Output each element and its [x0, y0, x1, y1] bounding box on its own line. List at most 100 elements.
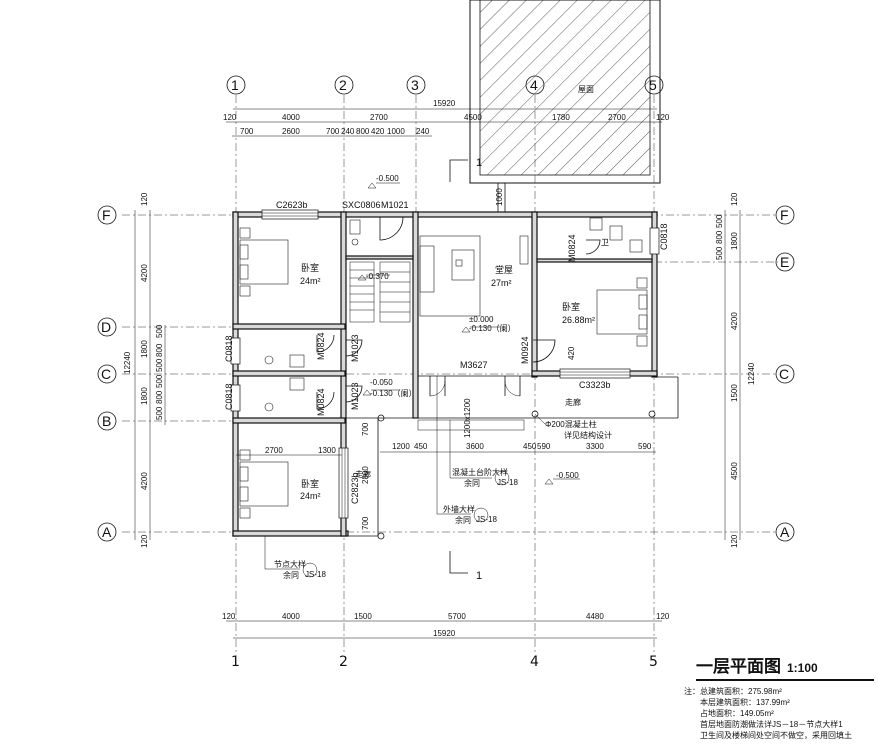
svg-text:1200x1200: 1200x1200 [463, 398, 472, 438]
axis-bubbles-right: F E C A [775, 205, 795, 542]
svg-text:M0824: M0824 [567, 234, 577, 262]
svg-text:D: D [101, 319, 111, 335]
bed1-name: 卧室 [301, 262, 319, 273]
svg-text:2700: 2700 [370, 113, 388, 122]
svg-text:800: 800 [715, 230, 724, 244]
svg-text:4480: 4480 [586, 612, 604, 621]
svg-text:240: 240 [416, 127, 430, 136]
svg-text:5: 5 [649, 77, 657, 93]
svg-text:700: 700 [361, 516, 370, 530]
svg-text:4000: 4000 [282, 113, 300, 122]
svg-text:C3323b: C3323b [579, 380, 611, 390]
svg-text:590: 590 [638, 442, 652, 451]
svg-text:C2823b: C2823b [350, 472, 360, 504]
svg-text:2700: 2700 [265, 446, 283, 455]
windows [230, 209, 660, 519]
axis-bottom-2: 2 [339, 654, 348, 670]
svg-text:B: B [102, 413, 111, 429]
svg-text:1: 1 [476, 570, 482, 582]
svg-text:4200: 4200 [140, 472, 149, 490]
svg-text:450: 450 [523, 442, 537, 451]
svg-text:-0.130（阑）: -0.130（阑） [370, 388, 417, 398]
roof-label: 屋面 [578, 85, 594, 94]
bed1-area: 24m² [300, 276, 321, 286]
doors [316, 216, 601, 410]
dims-porch: 1200 450 3600 450 590 3300 590 2700 1300… [236, 346, 656, 530]
svg-text:120: 120 [656, 113, 670, 122]
svg-text:C0818: C0818 [224, 383, 234, 410]
svg-text:Φ200混凝土柱: Φ200混凝土柱 [545, 419, 597, 429]
svg-text:余同: 余同 [464, 478, 480, 488]
bed3-area: 26.88m² [562, 315, 595, 325]
svg-text:详见结构设计: 详见结构设计 [564, 430, 612, 440]
svg-text:120: 120 [222, 612, 236, 621]
svg-text:M1023: M1023 [350, 382, 360, 410]
level-marks: -0.500 -0.370 ±0.000 -0.130（阑） -0.050 -0… [357, 174, 580, 485]
note-1: 注：总建筑面积：275.98m² [684, 687, 782, 696]
opening-tags: C2623b SXC0806 M1021 M0824 C0818 C0818 C… [224, 200, 669, 504]
svg-text:800: 800 [155, 390, 164, 404]
bath-label: 卫 [601, 238, 609, 247]
svg-text:12240: 12240 [747, 362, 756, 385]
svg-text:1200: 1200 [392, 442, 410, 451]
plan-title: 一层平面图 1:100 [696, 652, 874, 681]
svg-text:C: C [779, 366, 789, 382]
svg-text:2800: 2800 [361, 466, 370, 484]
svg-text:700: 700 [326, 127, 340, 136]
svg-text:余同: 余同 [455, 515, 471, 525]
stairs [349, 261, 411, 323]
svg-text:1780: 1780 [552, 113, 570, 122]
svg-text:12240: 12240 [123, 351, 132, 374]
note-4: 首层地面防潮做法详JS－18－节点大样1 [700, 720, 843, 729]
svg-text:2: 2 [339, 77, 347, 93]
svg-text:5700: 5700 [448, 612, 466, 621]
svg-text:SXC0806: SXC0806 [342, 200, 381, 210]
porch [346, 376, 679, 540]
svg-text:500: 500 [155, 358, 164, 372]
svg-text:F: F [780, 207, 789, 223]
dims-right: 12240 120 4200 1500 4500 120 500 800 500… [715, 192, 756, 548]
svg-text:JS-18: JS-18 [476, 515, 497, 524]
note-2: 本层建筑面积：137.99m² [700, 698, 790, 707]
svg-text:余同: 余同 [283, 570, 299, 580]
svg-text:4200: 4200 [730, 312, 739, 330]
svg-text:A: A [102, 524, 112, 540]
svg-text:JS-18: JS-18 [305, 570, 326, 579]
svg-text:2700: 2700 [608, 113, 626, 122]
svg-text:M0824: M0824 [316, 332, 326, 360]
title-block: 一层平面图 1:100 [696, 652, 874, 681]
svg-text:800: 800 [356, 127, 370, 136]
svg-text:-0.500: -0.500 [556, 471, 579, 480]
walls [232, 211, 658, 537]
svg-text:JS-18: JS-18 [497, 478, 518, 487]
terrace-label: 走廊 [565, 397, 581, 407]
svg-text:15920: 15920 [433, 629, 456, 638]
svg-text:1800: 1800 [140, 340, 149, 358]
svg-text:500: 500 [715, 246, 724, 260]
svg-text:590: 590 [537, 442, 551, 451]
axis-bottom-1: 1 [231, 654, 240, 670]
svg-text:4000: 4000 [282, 612, 300, 621]
svg-text:1: 1 [476, 157, 482, 169]
corridor-label: 走廊 [355, 469, 371, 479]
dims-left: 12240 120 4200 1800 1800 4200 120 500 80… [123, 192, 166, 548]
axis-bubbles-left: F D C B A [97, 205, 117, 542]
svg-text:500: 500 [715, 214, 724, 228]
axis-bubbles-top: 1 2 3 4 5 [226, 75, 664, 95]
svg-text:3: 3 [411, 77, 419, 93]
svg-text:4: 4 [530, 77, 538, 93]
svg-text:C0818: C0818 [224, 335, 234, 362]
plan-title-text: 一层平面图 [696, 657, 781, 676]
svg-text:M1023: M1023 [350, 334, 360, 362]
svg-text:700: 700 [240, 127, 254, 136]
room-labels: 卧室 24m² 卧室 24m² 卧室 26.88m² 堂屋 27m² 走廊 走廊… [300, 238, 609, 501]
svg-text:4200: 4200 [140, 264, 149, 282]
svg-text:M0924: M0924 [520, 336, 530, 364]
svg-text:-0.370: -0.370 [366, 272, 389, 281]
dims-top: 15920 120 4000 2700 4500 1780 2700 120 7… [223, 99, 670, 137]
svg-text:120: 120 [730, 534, 739, 548]
svg-text:1800: 1800 [730, 232, 739, 250]
svg-text:15920: 15920 [433, 99, 456, 108]
bed3-name: 卧室 [562, 301, 580, 312]
svg-text:E: E [780, 254, 789, 270]
